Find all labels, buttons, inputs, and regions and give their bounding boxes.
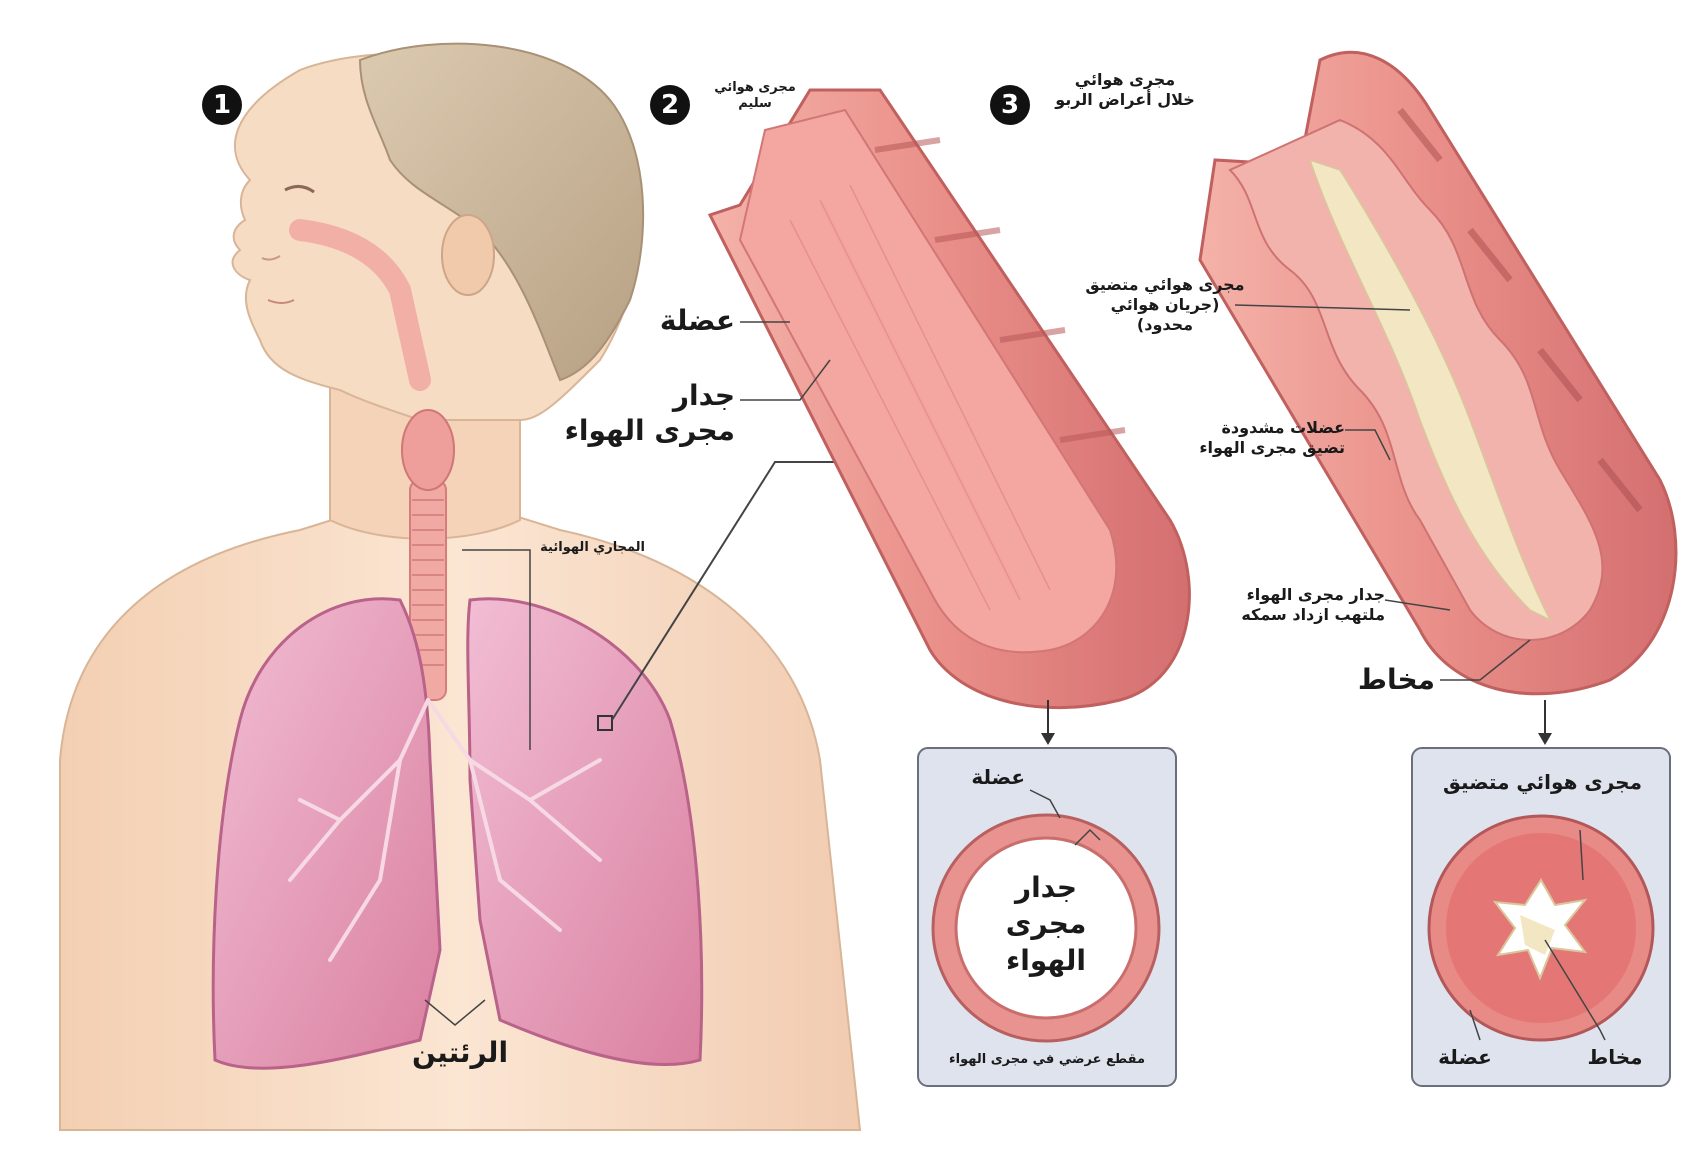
inset-healthy-wall-label: جدار مجرى الهواء <box>986 870 1106 979</box>
panel-1-badge: 1 <box>202 85 242 125</box>
panel-3-title: مجرى هوائي خلال أعراض الربو <box>1025 70 1225 110</box>
inset-healthy-muscle-label: عضلة <box>935 765 1025 790</box>
narrowed-label-line1: مجرى هوائي متضيق <box>1070 275 1260 295</box>
asthma-airway <box>1200 52 1676 745</box>
panel-3-title-line1: مجرى هوائي <box>1025 70 1225 90</box>
inset-wall-line3: الهواء <box>986 943 1106 979</box>
muscle-label: عضلة <box>620 303 735 338</box>
inflamed-label-line1: جدار مجرى الهواء <box>1200 585 1385 605</box>
narrowed-label: مجرى هوائي متضيق (جريان هوائي محدود) <box>1070 275 1260 335</box>
tight-muscles-label: عضلات مشدودة تضيق مجرى الهواء <box>1165 418 1345 458</box>
tight-label-line1: عضلات مشدودة <box>1165 418 1345 438</box>
inset-healthy-caption: مقطع عرضي في مجرى الهواء <box>925 1052 1169 1068</box>
tight-label-line2: تضيق مجرى الهواء <box>1165 438 1345 458</box>
asthma-arrow-head <box>1538 733 1552 745</box>
larynx <box>402 410 454 490</box>
inset-narrowed-title: مجرى هوائي متضيق <box>1420 770 1665 795</box>
healthy-arrow-head <box>1041 733 1055 745</box>
inset-wall-line1: جدار <box>986 870 1106 906</box>
inflamed-wall-label: جدار مجرى الهواء ملتهب ازداد سمكه <box>1200 585 1385 625</box>
narrowed-label-line3: محدود) <box>1070 315 1260 335</box>
panel-2-title-line1: مجرى هوائي <box>690 80 820 96</box>
panel-2-badge: 2 <box>650 85 690 125</box>
inset-narrowed <box>1412 748 1670 1086</box>
inset-narrowed-muscle-label: عضلة <box>1415 1045 1515 1070</box>
healthy-airway <box>710 90 1189 745</box>
mucus-label: مخاط <box>1335 662 1435 697</box>
panel-2-title-line2: سليم <box>690 96 820 112</box>
inflamed-label-line2: ملتهب ازداد سمكه <box>1200 605 1385 625</box>
inset-narrowed-mucus-label: مخاط <box>1565 1045 1665 1070</box>
narrowed-label-line2: (جريان هوائي <box>1070 295 1260 315</box>
panel-3-badge: 3 <box>990 85 1030 125</box>
panel-3-title-line2: خلال أعراض الربو <box>1025 90 1225 110</box>
wall-label-line2: مجرى الهواء <box>560 413 735 448</box>
airways-label: المجاري الهوائية <box>460 540 645 556</box>
wall-label-line1: جدار <box>560 378 735 413</box>
ear <box>442 215 494 295</box>
wall-label: جدار مجرى الهواء <box>560 378 735 448</box>
inset-wall-line2: مجرى <box>986 906 1106 942</box>
panel-2-title: مجرى هوائي سليم <box>690 80 820 113</box>
lungs-label: الرئتين <box>385 1035 535 1070</box>
